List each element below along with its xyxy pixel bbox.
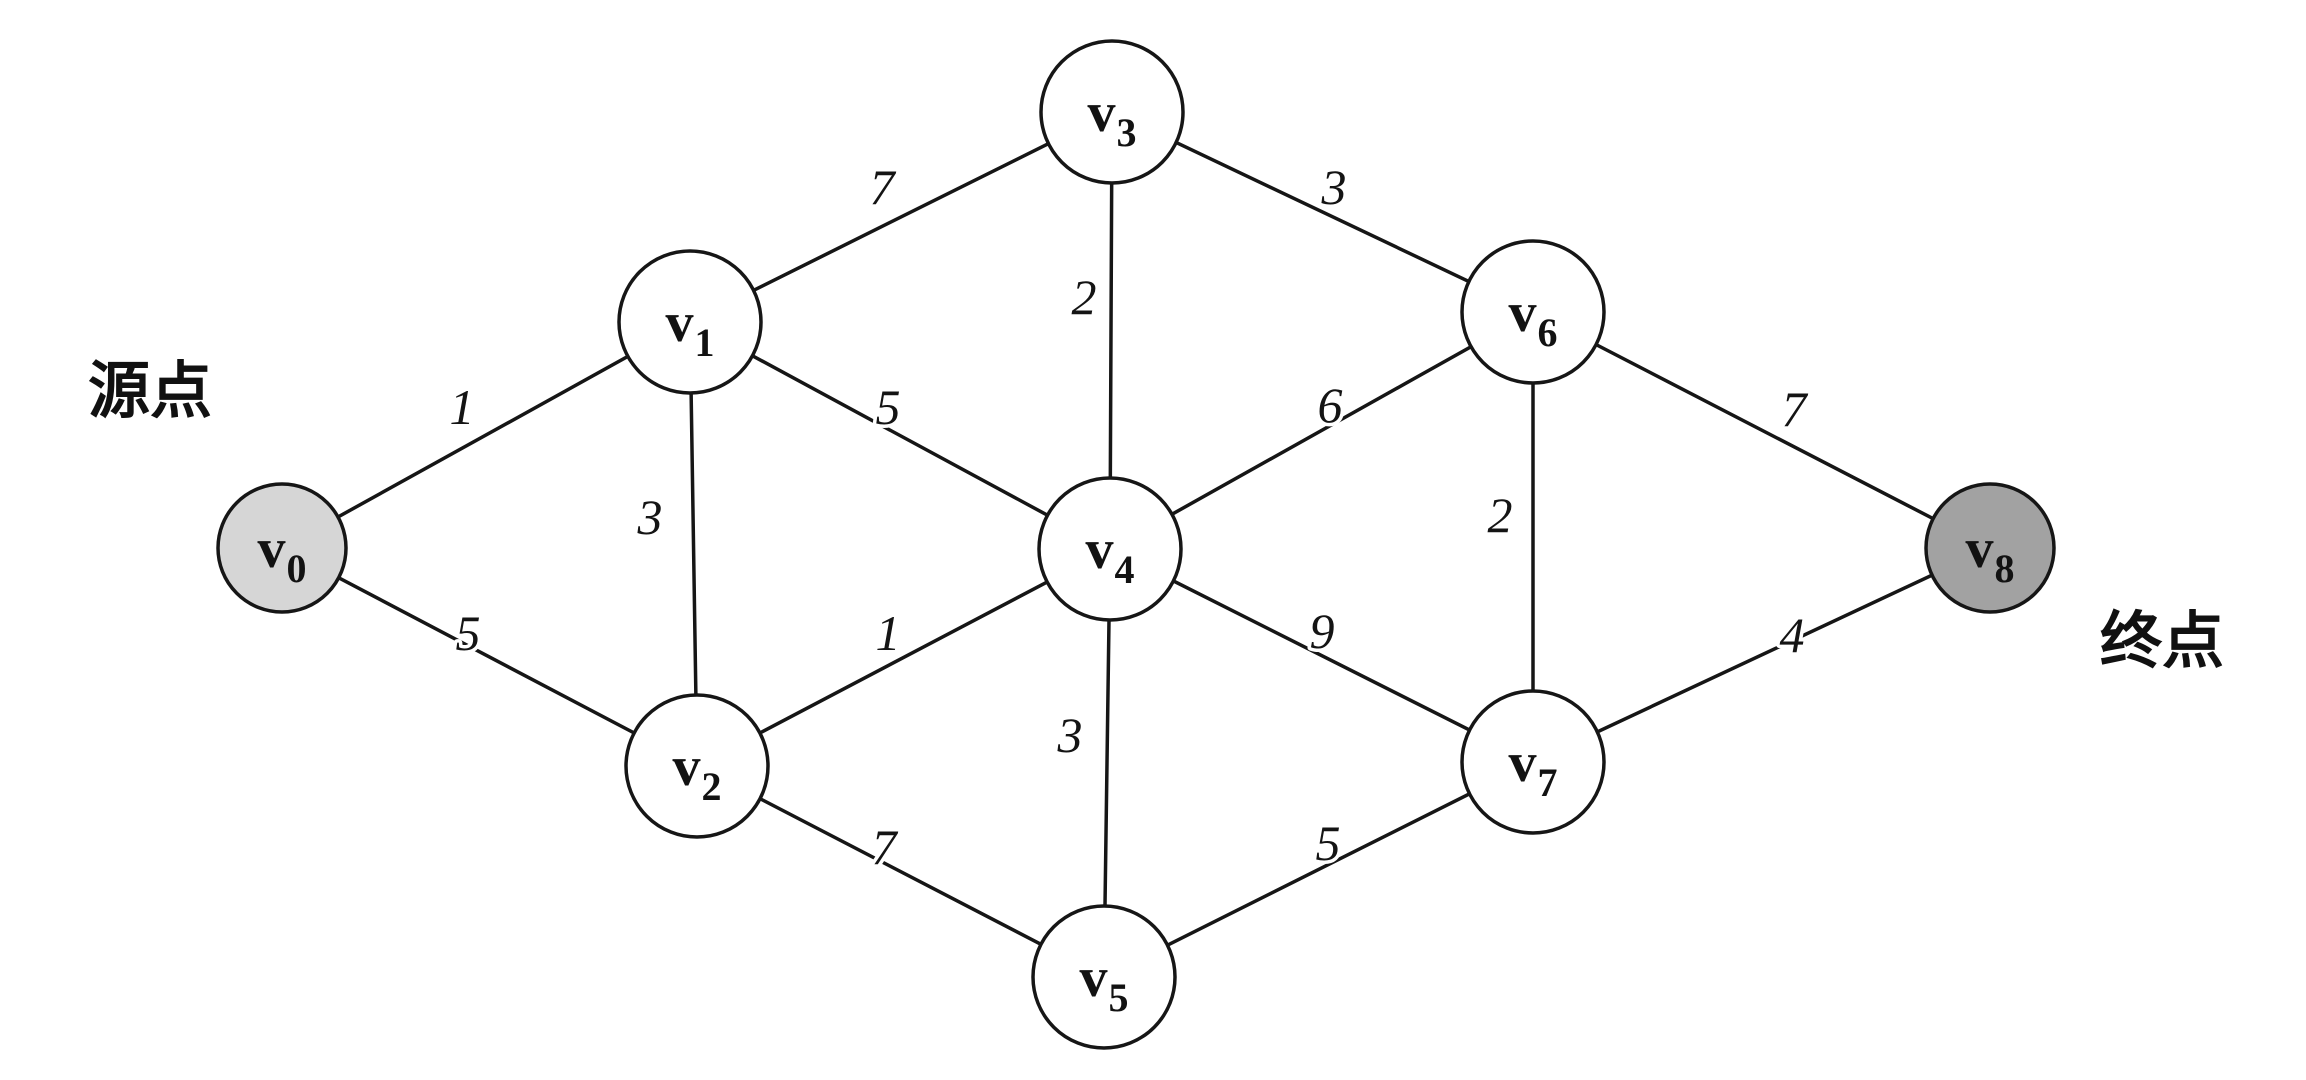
node-label-v0: v0 (258, 518, 307, 591)
edge-v6-v8 (1531, 310, 1992, 550)
edge-weight-v1-v2: 3 (637, 489, 663, 545)
nodes-layer: v0 v1 v2 v3 v4 v5 v6 v7 v8 (216, 39, 2056, 1050)
edge-v2-v5 (695, 764, 1106, 979)
node-v5: v5 (1031, 904, 1177, 1050)
target-label: 终点 (2100, 607, 2224, 676)
edge-weight-v2-v4: 1 (876, 605, 901, 661)
node-v0: v0 (216, 482, 348, 614)
node-v3: v3 (1039, 39, 1185, 185)
node-label-v7: v7 (1509, 732, 1558, 805)
edge-weight-v6-v7: 2 (1488, 487, 1513, 543)
node-v6: v6 (1460, 239, 1606, 385)
node-circle-v1 (617, 249, 763, 395)
edge-v0-v2 (280, 546, 699, 768)
node-circle-v7 (1460, 689, 1606, 835)
edge-weight-v7-v8: 4 (1780, 607, 1805, 663)
node-circle-v4 (1037, 476, 1183, 622)
node-label-v4: v4 (1086, 519, 1135, 592)
node-v4: v4 (1037, 476, 1183, 622)
edge-v1-v3 (688, 110, 1114, 324)
edge-v4-v7 (1108, 547, 1535, 764)
node-v7: v7 (1460, 689, 1606, 835)
edge-weight-v0-v1: 1 (450, 379, 475, 435)
edge-v1-v4 (688, 320, 1112, 551)
node-circle-v2 (624, 693, 770, 839)
node-v1: v1 (617, 249, 763, 395)
edge-v5-v7 (1102, 760, 1535, 979)
node-label-v2: v2 (673, 736, 722, 809)
node-circle-v6 (1460, 239, 1606, 385)
edge-weight-v1-v4: 5 (876, 379, 901, 435)
node-label-v3: v3 (1088, 82, 1137, 155)
node-v2: v2 (624, 693, 770, 839)
edge-weight-v2-v5: 7 (872, 819, 899, 875)
edge-v0-v1 (280, 320, 692, 550)
edge-weight-v3-v6: 3 (1321, 159, 1347, 215)
edge-v2-v4 (695, 547, 1112, 768)
edge-v3-v6 (1110, 110, 1535, 314)
edge-v4-v6 (1108, 310, 1535, 551)
edge-weight-v4-v7: 9 (1310, 603, 1335, 659)
edge-v7-v8 (1531, 546, 1992, 764)
source-label: 源点 (88, 358, 212, 426)
edge-weights-layer: 1 5 7 3 5 3 2 1 7 6 3 9 2 7 5 4 (446, 156, 1812, 879)
edge-weight-v4-v6: 6 (1318, 377, 1343, 433)
node-circle-v3 (1039, 39, 1185, 185)
edge-weight-v1-v3: 7 (870, 159, 897, 215)
node-circle-v0 (216, 482, 348, 614)
edge-weight-v4-v5: 3 (1057, 707, 1083, 763)
edge-weight-v6-v8: 7 (1782, 381, 1809, 437)
node-label-v8: v8 (1966, 518, 2015, 591)
edge-weight-v3-v4: 2 (1072, 269, 1097, 325)
node-v8: v8 (1924, 482, 2056, 614)
edge-weight-v0-v2: 5 (456, 605, 481, 661)
edge-weight-v5-v7: 5 (1316, 815, 1341, 871)
edge-v1-v2 (688, 320, 699, 768)
node-circle-v5 (1031, 904, 1177, 1050)
node-circle-v8 (1924, 482, 2056, 614)
edge-v3-v4 (1108, 110, 1114, 551)
node-label-v1: v1 (666, 292, 715, 365)
node-label-v6: v6 (1509, 282, 1558, 355)
node-label-v5: v5 (1080, 947, 1129, 1020)
